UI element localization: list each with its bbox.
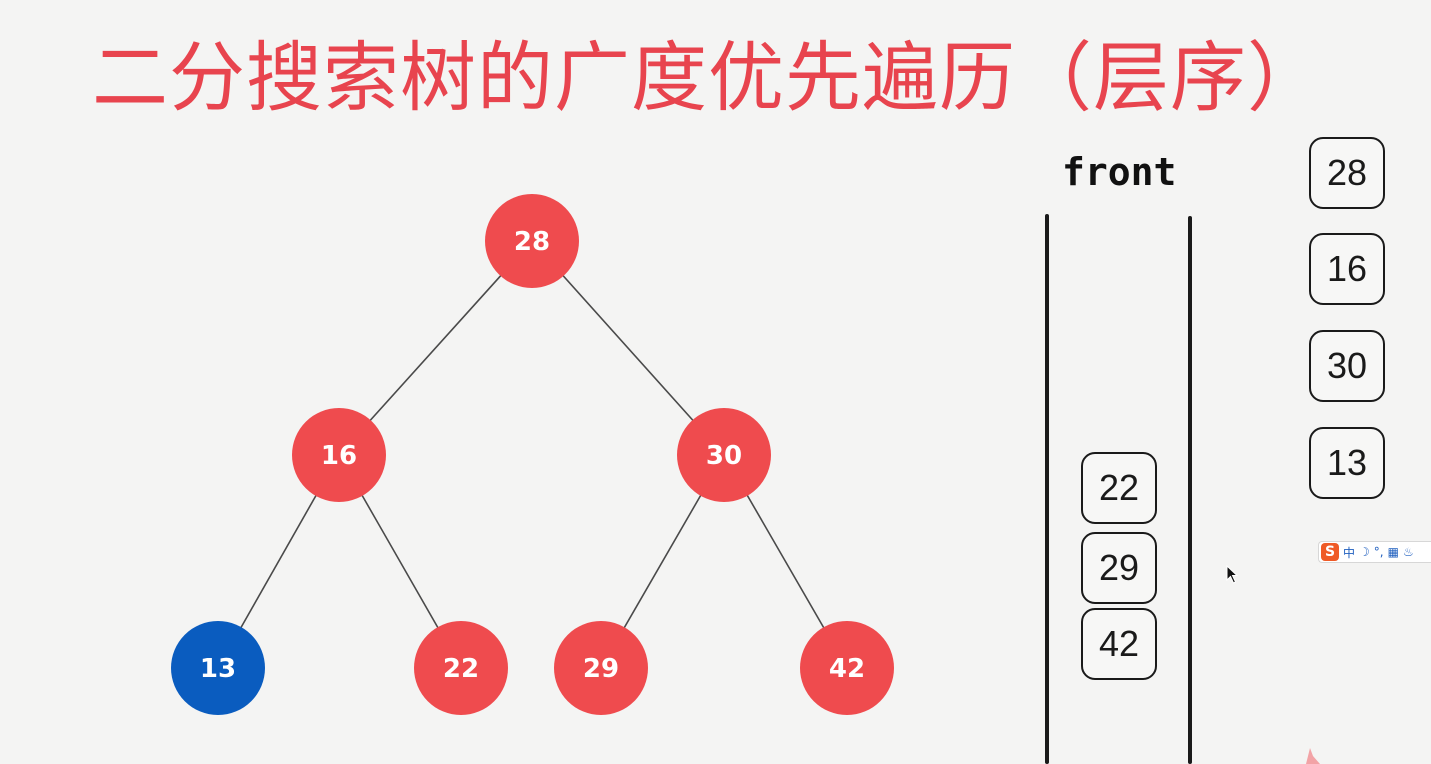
tree-node-circle [485, 194, 579, 288]
queue-left-wall [1045, 214, 1049, 764]
tree-node: 28 [485, 194, 579, 288]
tree-node: 16 [292, 408, 386, 502]
page-title: 二分搜索树的广度优先遍历（层序） [92, 33, 1324, 122]
tree-edge [531, 240, 725, 456]
queue-item: 29 [1081, 532, 1157, 604]
sogou-logo-icon[interactable]: S [1321, 543, 1339, 561]
tree-node-label: 22 [443, 654, 479, 684]
tree-node-circle [292, 408, 386, 502]
tree-node-label: 16 [321, 441, 357, 471]
tree-edge [338, 240, 533, 456]
tree-node-label: 30 [706, 441, 742, 471]
tree-node: 13 [171, 621, 265, 715]
queue-front-label: front [1062, 150, 1177, 194]
tree-node-label: 28 [514, 227, 550, 257]
tree-node-circle [800, 621, 894, 715]
tree-node-label: 42 [829, 654, 865, 684]
ime-chinese-mode-icon[interactable]: 中 [1343, 545, 1356, 560]
tree-node: 29 [554, 621, 648, 715]
tree-node-circle [677, 408, 771, 502]
tree-node: 30 [677, 408, 771, 502]
queue-right-wall [1188, 216, 1192, 764]
tree-node: 22 [414, 621, 508, 715]
queue-item: 42 [1081, 608, 1157, 680]
tree-node-label: 13 [200, 654, 236, 684]
ime-punctuation-icon[interactable]: °, [1373, 545, 1384, 559]
output-item: 30 [1309, 330, 1385, 402]
tree-node-circle [171, 621, 265, 715]
queue-item: 22 [1081, 452, 1157, 524]
output-item: 16 [1309, 233, 1385, 305]
output-item: 28 [1309, 137, 1385, 209]
tree-node-circle [414, 621, 508, 715]
ime-toolbar[interactable]: S 中 ☽ °, ▦ ♨ [1318, 541, 1431, 563]
tree-node-label: 29 [583, 654, 619, 684]
tree-node: 42 [800, 621, 894, 715]
tree-node-circle [554, 621, 648, 715]
corner-decoration-icon [1306, 748, 1320, 764]
ime-keyboard-icon[interactable]: ▦ [1387, 545, 1399, 559]
output-item: 13 [1309, 427, 1385, 499]
ime-tools-icon[interactable]: ♨ [1402, 545, 1414, 559]
mouse-cursor-icon [1226, 565, 1239, 584]
ime-moon-icon[interactable]: ☽ [1359, 545, 1370, 559]
